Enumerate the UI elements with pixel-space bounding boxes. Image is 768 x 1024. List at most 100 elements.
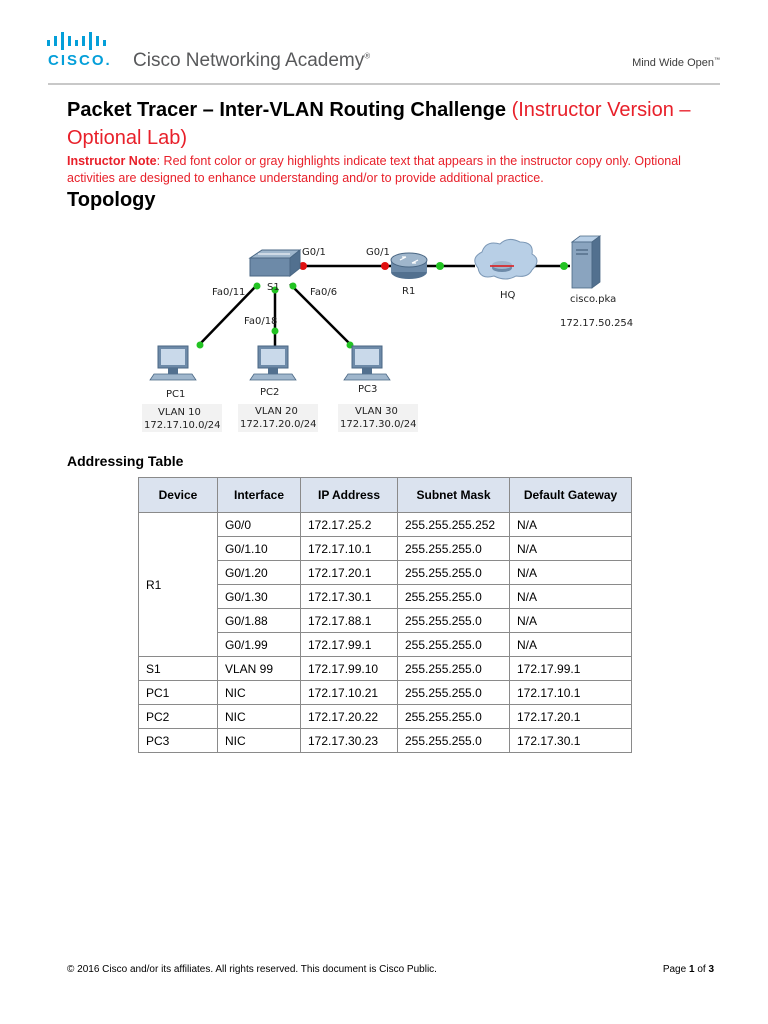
port-dot	[253, 282, 261, 290]
table-row: PC3 NIC 172.17.30.23 255.255.255.0 172.1…	[138, 728, 632, 753]
port-dot	[436, 262, 444, 270]
label-pc3: PC3	[358, 384, 377, 395]
table-row: PC2 NIC 172.17.20.22 255.255.255.0 172.1…	[138, 704, 632, 729]
table-cell: 255.255.255.0	[397, 536, 510, 561]
pc2-icon	[249, 345, 297, 381]
table-row: S1 VLAN 99 172.17.99.10 255.255.255.0 17…	[138, 656, 632, 681]
table-cell: 255.255.255.0	[397, 608, 510, 633]
table-cell: G0/1.99	[217, 632, 301, 657]
table-header-row: Device Interface IP Address Subnet Mask …	[138, 477, 632, 513]
table-cell: N/A	[509, 512, 632, 537]
table-cell: 172.17.25.2	[300, 512, 398, 537]
table-cell: N/A	[509, 584, 632, 609]
table-cell: 172.17.10.1	[300, 536, 398, 561]
label-s1: S1	[267, 282, 280, 293]
table-cell: G0/1.88	[217, 608, 301, 633]
label-pc2: PC2	[260, 387, 279, 398]
port-dot	[560, 262, 568, 270]
table-row: G0/1.20 172.17.20.1 255.255.255.0 N/A	[139, 560, 632, 585]
addressing-table: Device Interface IP Address Subnet Mask …	[138, 477, 632, 753]
page-header: CISCO. Cisco Networking Academy® Mind Wi…	[0, 0, 768, 85]
label-fa06: Fa0/6	[310, 287, 337, 298]
column-header: Default Gateway	[509, 477, 632, 513]
table-cell: N/A	[509, 560, 632, 585]
label-s1-g01: G0/1	[302, 247, 326, 258]
document-title: Packet Tracer – Inter-VLAN Routing Chall…	[67, 99, 691, 149]
label-r1-g01: G0/1	[366, 247, 390, 258]
column-header: Device	[138, 477, 218, 513]
port-dot	[196, 341, 204, 349]
label-pc1: PC1	[166, 389, 185, 400]
label-r1: R1	[402, 286, 415, 297]
topology-diagram: G0/1 G0/1 Fa0/11 S1 Fa0/6 Fa0/18 R1 HQ c…	[142, 235, 633, 432]
table-cell: G0/1.20	[217, 560, 301, 585]
label-fa018: Fa0/18	[244, 316, 277, 327]
port-dot	[271, 327, 279, 335]
switch-icon	[248, 248, 302, 278]
port-dot	[381, 262, 389, 270]
label-hq: HQ	[500, 290, 516, 301]
table-row: G0/1.99 172.17.99.1 255.255.255.0 N/A	[139, 632, 632, 657]
table-cell: G0/1.10	[217, 536, 301, 561]
table-cell: 255.255.255.0	[397, 656, 510, 681]
label-vlan20: VLAN 20	[255, 406, 298, 417]
port-dot	[289, 282, 297, 290]
table-cell: 172.17.10.1	[509, 680, 632, 705]
academy-name: Cisco Networking Academy®	[133, 50, 371, 71]
header-divider	[48, 83, 720, 85]
instructor-note: Instructor Note: Red font color or gray …	[67, 154, 681, 185]
table-cell: G0/0	[217, 512, 301, 537]
port-dot	[271, 286, 279, 294]
table-cell: 172.17.30.1	[300, 584, 398, 609]
table-cell: N/A	[509, 536, 632, 561]
table-cell: 172.17.20.22	[300, 704, 398, 729]
label-vlan30-net: 172.17.30.0/24	[340, 419, 417, 430]
column-header: Subnet Mask	[397, 477, 510, 513]
topology-heading: Topology	[67, 189, 156, 211]
label-server-ip: 172.17.50.254	[560, 318, 633, 329]
cisco-logo-wordmark: CISCO.	[48, 52, 112, 69]
label-vlan30: VLAN 30	[355, 406, 398, 417]
table-cell: 255.255.255.0	[397, 632, 510, 657]
router-icon	[390, 252, 428, 279]
pc1-icon	[149, 345, 197, 381]
table-cell: 172.17.99.10	[300, 656, 398, 681]
table-row: PC1 NIC 172.17.10.21 255.255.255.0 172.1…	[138, 680, 632, 705]
table-cell: 172.17.20.1	[509, 704, 632, 729]
device-cell: PC3	[138, 728, 218, 753]
table-cell: VLAN 99	[217, 656, 301, 681]
table-cell: 172.17.30.23	[300, 728, 398, 753]
link-s1-pc3	[289, 283, 353, 347]
table-cell: N/A	[509, 632, 632, 657]
pc3-icon	[343, 345, 391, 381]
table-cell: 172.17.99.1	[509, 656, 632, 681]
addressing-table-heading: Addressing Table	[67, 453, 184, 469]
table-cell: 172.17.99.1	[300, 632, 398, 657]
table-cell: N/A	[509, 608, 632, 633]
device-cell: PC1	[138, 680, 218, 705]
server-icon	[570, 235, 602, 289]
device-cell: R1	[138, 512, 218, 657]
table-cell: NIC	[217, 704, 301, 729]
table-row: R1 G0/0 172.17.25.2 255.255.255.252 N/A	[138, 512, 632, 657]
tagline: Mind Wide Open™	[632, 57, 720, 69]
label-fa011: Fa0/11	[212, 287, 245, 298]
column-header: IP Address	[300, 477, 398, 513]
cloud-hq-icon	[474, 238, 538, 280]
label-vlan20-net: 172.17.20.0/24	[240, 419, 317, 430]
table-cell: G0/1.30	[217, 584, 301, 609]
table-cell: 255.255.255.0	[397, 728, 510, 753]
label-server: cisco.pka	[570, 294, 616, 305]
table-cell: 172.17.10.21	[300, 680, 398, 705]
device-cell: PC2	[138, 704, 218, 729]
label-vlan10-net: 172.17.10.0/24	[144, 420, 221, 431]
label-vlan10: VLAN 10	[158, 407, 201, 418]
link-s1-pc1	[197, 283, 259, 347]
table-cell: 255.255.255.252	[397, 512, 510, 537]
table-cell: NIC	[217, 728, 301, 753]
table-cell: 172.17.30.1	[509, 728, 632, 753]
column-header: Interface	[217, 477, 301, 513]
table-cell: 172.17.88.1	[300, 608, 398, 633]
cisco-logo-bars-icon	[47, 32, 106, 50]
table-cell: 172.17.20.1	[300, 560, 398, 585]
